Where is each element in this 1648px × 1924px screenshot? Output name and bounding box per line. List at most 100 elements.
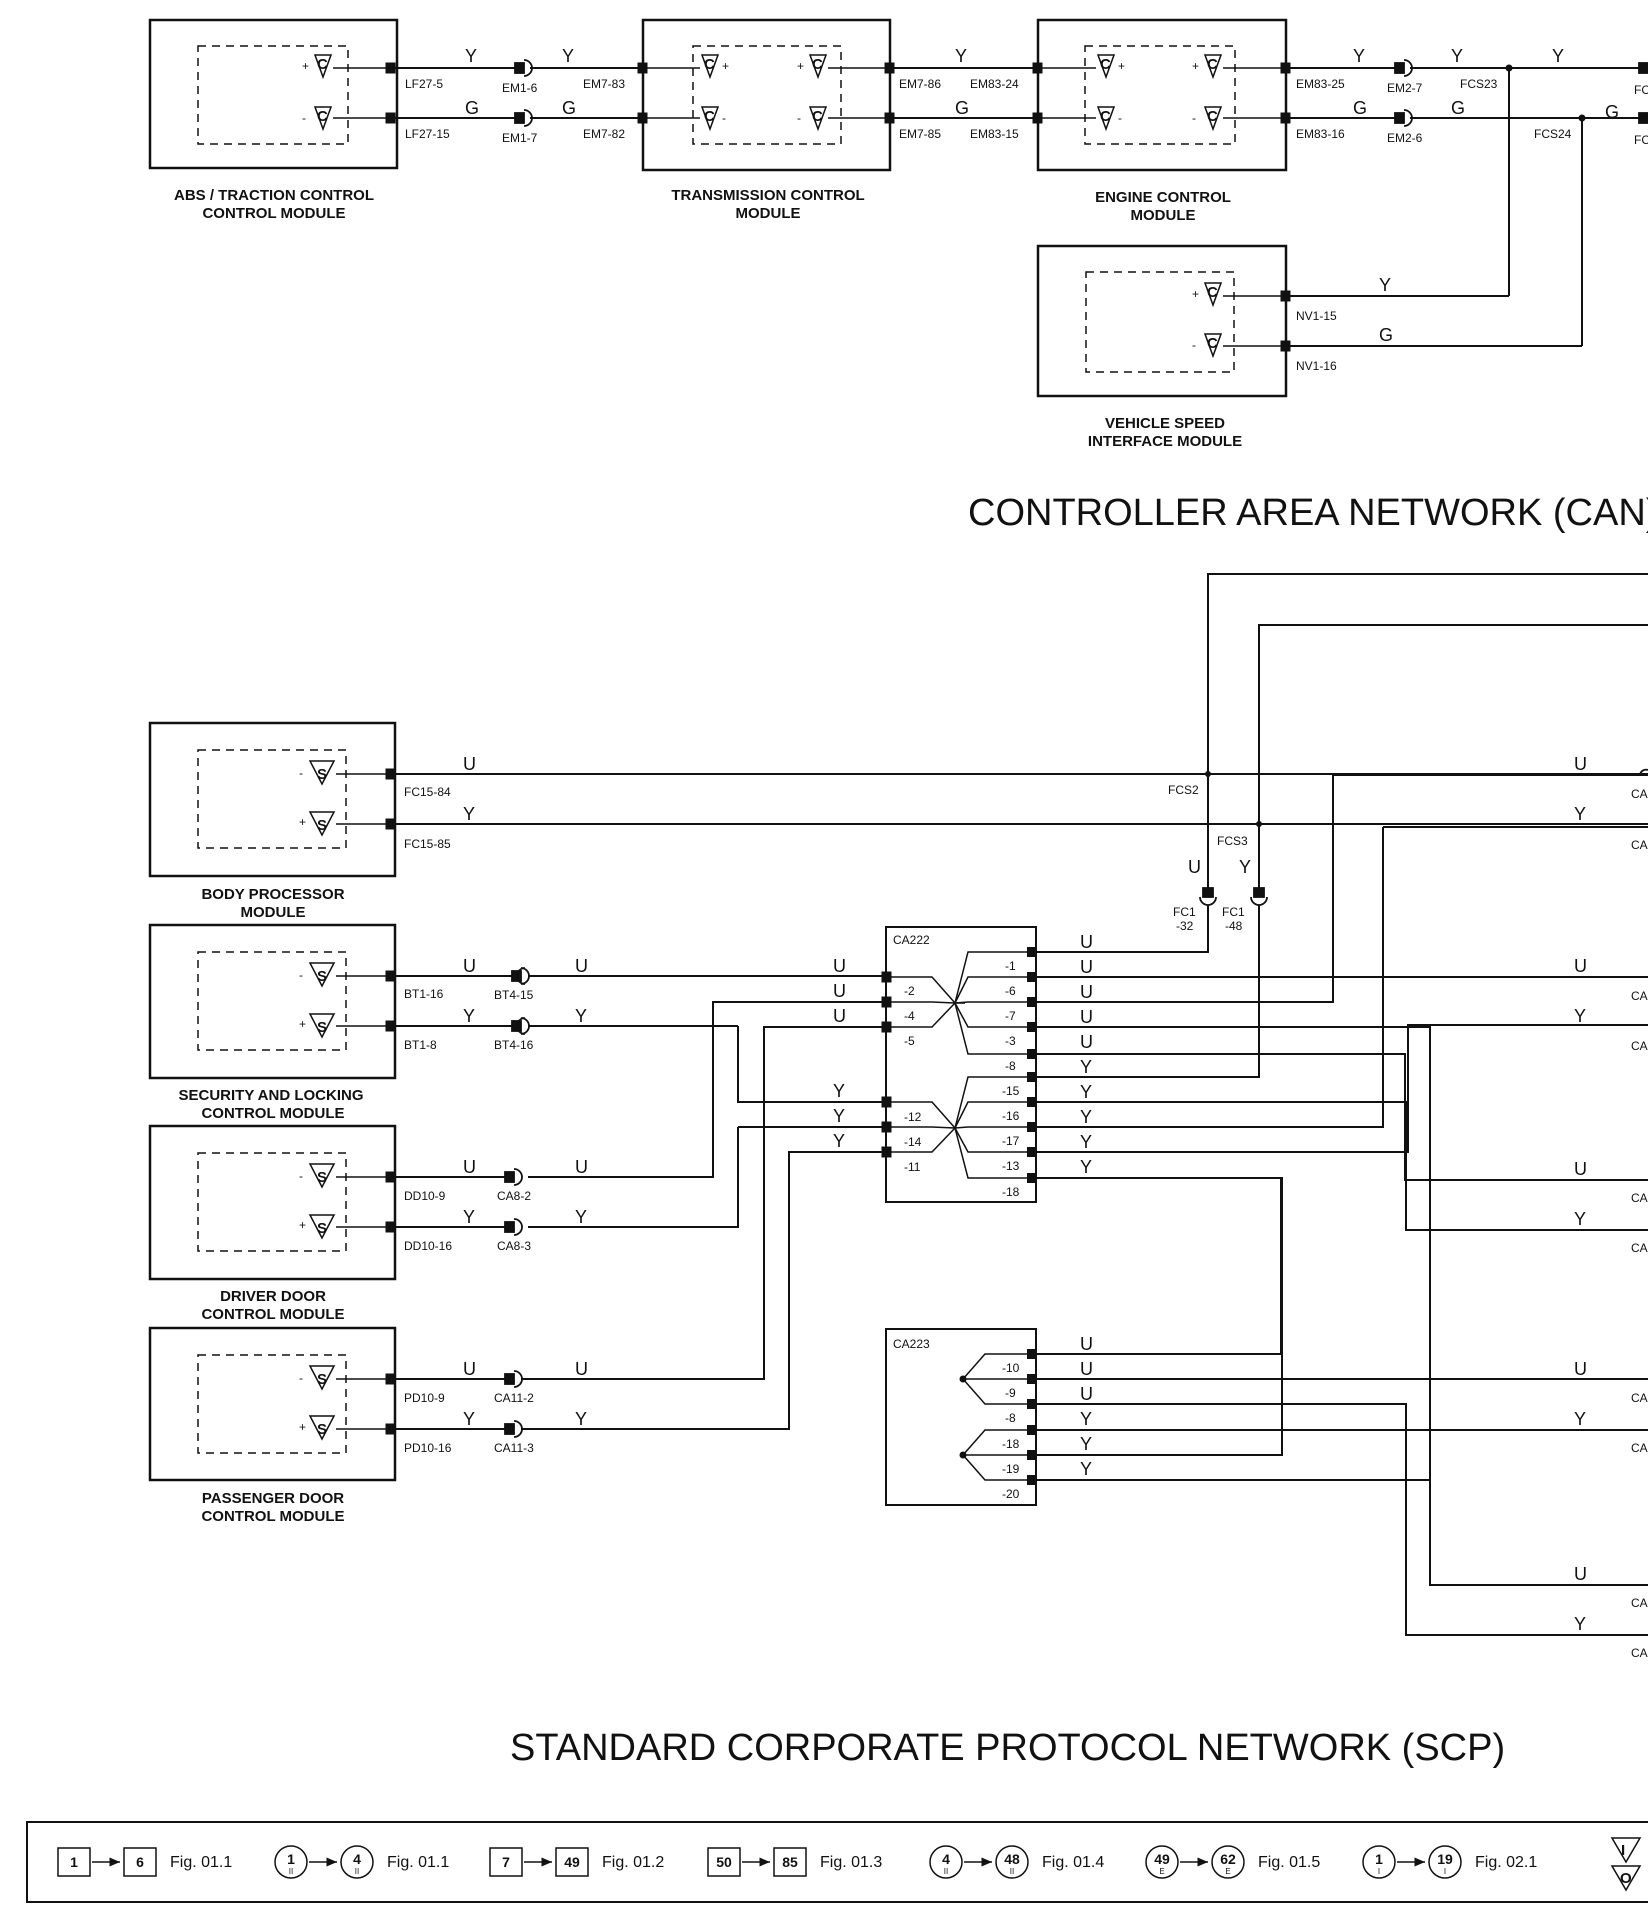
svg-text:Y: Y: [575, 1207, 587, 1227]
svg-text:Y: Y: [1451, 46, 1463, 66]
module-tcm: [637, 18, 895, 172]
scp-modules: [148, 721, 397, 1482]
svg-text:U: U: [1188, 857, 1201, 877]
svg-text:FC1: FC1: [1173, 905, 1196, 919]
legend-circle: 4II: [929, 1845, 963, 1879]
svg-text:-4: -4: [904, 1009, 915, 1023]
svg-text:U: U: [1080, 1007, 1093, 1027]
svg-text:-: -: [1118, 111, 1122, 125]
legend-io-symbol: [1610, 1837, 1642, 1892]
svg-text:U: U: [833, 981, 846, 1001]
svg-text:CONTROL MODULE: CONTROL MODULE: [201, 1508, 344, 1525]
legend-figure-ref: Fig. 01.2: [602, 1854, 664, 1871]
svg-text:U: U: [1080, 957, 1093, 977]
legend-subscript: II: [355, 1867, 359, 1876]
svg-text:CA: CA: [1631, 1646, 1648, 1660]
splice-boxes: [881, 926, 1037, 1506]
svg-text:C: C: [1207, 284, 1218, 301]
scp-inline-connectors: [504, 768, 1648, 1438]
svg-text:+: +: [299, 1218, 306, 1232]
svg-text:U: U: [463, 1359, 476, 1379]
svg-text:EM7-83: EM7-83: [583, 77, 625, 91]
svg-text:Y: Y: [562, 46, 574, 66]
legend-circle: 1I: [1362, 1845, 1396, 1879]
svg-text:G: G: [465, 98, 479, 118]
svg-text:+: +: [299, 1420, 306, 1434]
svg-text:FCS24: FCS24: [1534, 127, 1572, 141]
svg-text:Y: Y: [1574, 1409, 1586, 1429]
svg-text:U: U: [833, 956, 846, 976]
svg-text:EM1-7: EM1-7: [502, 131, 538, 145]
svg-text:U: U: [1574, 956, 1587, 976]
can-network: [148, 18, 1648, 398]
svg-text:S: S: [317, 1019, 327, 1036]
legend-subscript: I: [1444, 1867, 1446, 1876]
svg-text:O: O: [1620, 1870, 1632, 1887]
svg-text:U: U: [463, 754, 476, 774]
svg-text:G: G: [1353, 98, 1367, 118]
legend-subscript: II: [1010, 1867, 1014, 1876]
legend-number: 6: [136, 1854, 144, 1870]
svg-text:+: +: [1192, 59, 1199, 73]
svg-text:Y: Y: [833, 1131, 845, 1151]
svg-text:LF27-5: LF27-5: [405, 77, 443, 91]
legend-circle: 4II: [340, 1845, 374, 1879]
svg-text:U: U: [1574, 1564, 1587, 1584]
legend-circle: 62E: [1211, 1845, 1245, 1879]
legend-circle: 1II: [274, 1845, 308, 1879]
svg-text:S: S: [317, 1169, 327, 1186]
svg-text:S: S: [317, 1220, 327, 1237]
can-pin-labels: LF27-5 LF27-15 EM1-6 EM1-7 EM7-83 EM7-82…: [405, 77, 1648, 373]
legend-square: 6: [123, 1847, 157, 1877]
legend-number: 49: [1154, 1851, 1170, 1867]
legend-square: 7: [489, 1847, 523, 1877]
svg-text:-: -: [299, 1371, 303, 1385]
svg-text:ENGINE CONTROL: ENGINE CONTROL: [1095, 189, 1231, 206]
legend-square: 85: [773, 1847, 807, 1877]
legend-number: 50: [716, 1854, 732, 1870]
svg-text:-: -: [299, 968, 303, 982]
svg-text:EM7-82: EM7-82: [583, 127, 625, 141]
svg-text:FC1: FC1: [1222, 905, 1245, 919]
module-ecm: [1032, 18, 1291, 172]
can-inline-connectors: [514, 59, 1648, 127]
svg-text:C: C: [812, 108, 823, 125]
svg-text:-11: -11: [904, 1160, 921, 1174]
svg-text:U: U: [1574, 1159, 1587, 1179]
svg-text:Y: Y: [575, 1409, 587, 1429]
svg-text:+: +: [299, 815, 306, 829]
legend-subscript: II: [289, 1867, 293, 1876]
svg-text:C: C: [704, 56, 715, 73]
svg-text:CONTROL MODULE: CONTROL MODULE: [201, 1105, 344, 1122]
svg-text:-8: -8: [1005, 1059, 1016, 1073]
svg-text:LF27-15: LF27-15: [405, 127, 450, 141]
can-symbols: C C C C C C C C C C C C +- +- +- +- +- +…: [302, 56, 1218, 352]
svg-text:CONTROL MODULE: CONTROL MODULE: [202, 205, 345, 222]
svg-text:Y: Y: [575, 1006, 587, 1026]
legend-square: 50: [707, 1847, 741, 1877]
svg-text:EM83-24: EM83-24: [970, 77, 1019, 91]
module-vsim: [1036, 244, 1291, 398]
svg-text:FC15-85: FC15-85: [404, 837, 451, 851]
svg-text:-: -: [299, 766, 303, 780]
svg-text:VEHICLE SPEED: VEHICLE SPEED: [1105, 415, 1225, 432]
svg-text:G: G: [562, 98, 576, 118]
legend-figure-ref: Fig. 01.1: [170, 1854, 232, 1871]
legend-figure-ref: Fig. 01.5: [1258, 1854, 1320, 1871]
legend-number: 4: [353, 1851, 361, 1867]
svg-text:Y: Y: [833, 1106, 845, 1126]
svg-text:Y: Y: [1574, 1006, 1586, 1026]
svg-text:+: +: [1118, 59, 1125, 73]
svg-text:CA222: CA222: [893, 933, 930, 947]
svg-text:Y: Y: [1080, 1157, 1092, 1177]
svg-text:NV1-16: NV1-16: [1296, 359, 1337, 373]
svg-text:-5: -5: [904, 1034, 915, 1048]
scp-module-names: BODY PROCESSOR MODULE SECURITY AND LOCKI…: [178, 886, 363, 1525]
svg-text:EM2-7: EM2-7: [1387, 81, 1423, 95]
legend-number: 4: [942, 1851, 950, 1867]
